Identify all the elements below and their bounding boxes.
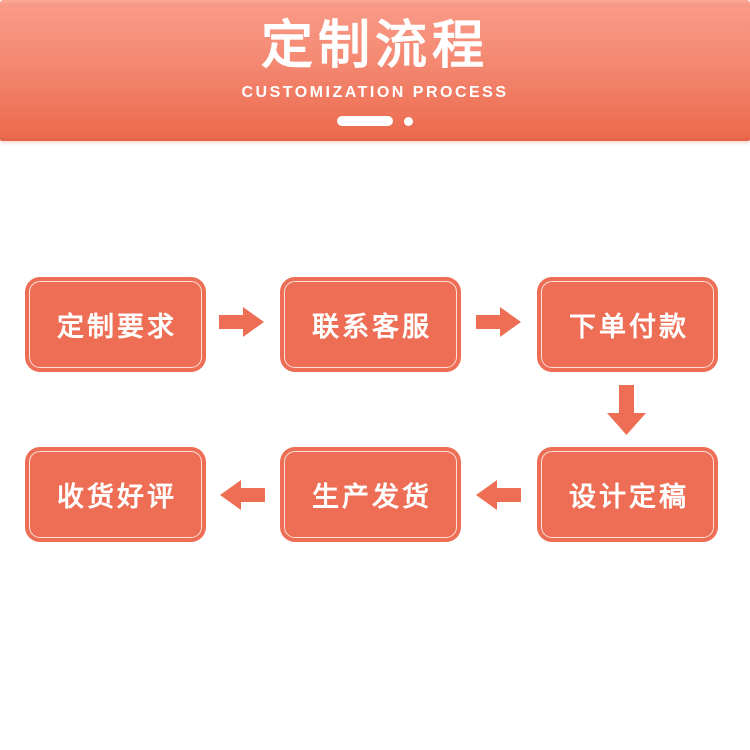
arrow-right-icon bbox=[219, 307, 264, 337]
flow-step-place-order-pay: 下单付款 bbox=[537, 277, 718, 372]
flow-step-produce-ship: 生产发货 bbox=[280, 447, 461, 542]
title-underline-decoration bbox=[0, 115, 750, 127]
flow-step-label: 联系客服 bbox=[312, 312, 432, 342]
underline-dot bbox=[404, 116, 413, 126]
underline-bar bbox=[337, 116, 393, 126]
flow-step-label: 下单付款 bbox=[569, 312, 689, 342]
flow-step-receive-review: 收货好评 bbox=[25, 447, 206, 542]
flow-step-label: 生产发货 bbox=[312, 482, 432, 512]
flow-step-custom-requirements: 定制要求 bbox=[25, 277, 206, 372]
flow-step-contact-support: 联系客服 bbox=[280, 277, 461, 372]
flow-step-design-finalize: 设计定稿 bbox=[537, 447, 718, 542]
flow-step-label: 定制要求 bbox=[57, 312, 177, 342]
header-banner: 定制流程 CUSTOMIZATION PROCESS bbox=[0, 0, 750, 141]
page-title: 定制流程 bbox=[260, 17, 489, 75]
arrow-left-icon bbox=[220, 480, 265, 510]
arrow-left-icon bbox=[476, 480, 521, 510]
arrow-down-icon bbox=[607, 385, 646, 435]
arrow-right-icon bbox=[476, 307, 521, 337]
flow-step-label: 收货好评 bbox=[57, 482, 177, 512]
page-subtitle: CUSTOMIZATION PROCESS bbox=[241, 84, 509, 101]
flow-step-label: 设计定稿 bbox=[569, 482, 689, 512]
